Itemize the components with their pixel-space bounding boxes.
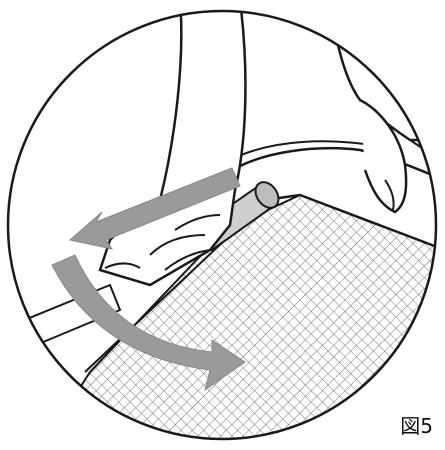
figure-label: 図5 — [400, 414, 433, 438]
pull-arrow-icon — [68, 167, 241, 250]
figure-circle — [6, 9, 438, 441]
curved-arrow-icon — [51, 254, 246, 392]
